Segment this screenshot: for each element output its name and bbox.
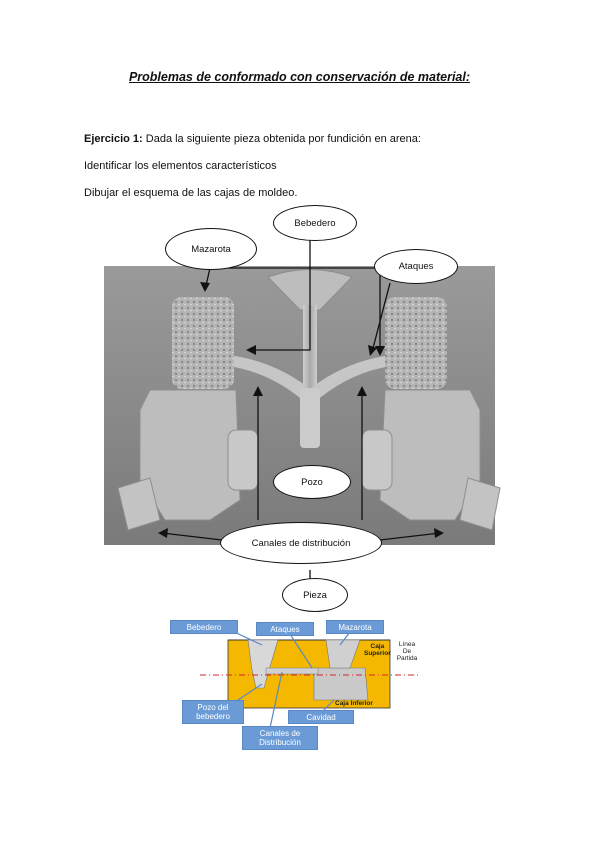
label-mazarota: Mazarota bbox=[326, 620, 384, 634]
callout-pozo: Pozo bbox=[273, 465, 351, 499]
task-draw: Dibujar el esquema de las cajas de molde… bbox=[84, 187, 298, 199]
callout-mazarota: Mazarota bbox=[165, 228, 257, 270]
page-title: Problemas de conformado con conservación… bbox=[128, 70, 471, 84]
callout-ataques: Ataques bbox=[374, 249, 458, 284]
label-ataques: Ataques bbox=[256, 622, 314, 636]
label-cavidad: Cavidad bbox=[288, 710, 354, 724]
label-bebedero: Bebedero bbox=[170, 620, 238, 634]
caja-inferior-text: Caja Inferior bbox=[335, 700, 373, 707]
casting-photo bbox=[104, 238, 501, 580]
exercise-text: Dada la siguiente pieza obtenida por fun… bbox=[142, 133, 421, 145]
callout-pieza: Pieza bbox=[282, 578, 348, 612]
exercise-statement: Ejercicio 1: Dada la siguiente pieza obt… bbox=[84, 133, 421, 145]
task-identify: Identificar los elementos característico… bbox=[84, 160, 277, 172]
callout-bebedero: Bebedero bbox=[273, 205, 357, 241]
callout-canales: Canales de distribución bbox=[220, 522, 382, 564]
exercise-label: Ejercicio 1: bbox=[84, 133, 143, 145]
